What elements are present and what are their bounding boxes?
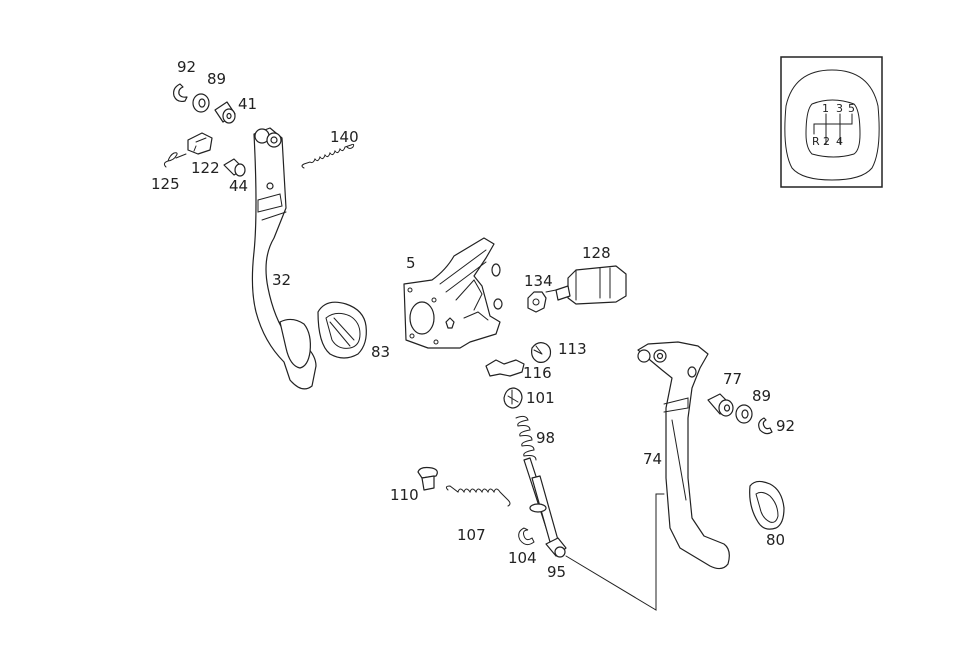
gear-4: 4	[836, 135, 843, 148]
part-107-return-spring: 107	[445, 485, 511, 544]
part-134-nut: 134	[524, 272, 553, 313]
part-83-pedal-pad: 83	[317, 301, 390, 361]
part-92-clip-right: 92	[758, 417, 795, 435]
label-32: 32	[272, 271, 291, 289]
gear-5: 5	[848, 102, 855, 115]
label-107: 107	[457, 526, 486, 544]
part-89-washer-right: 89	[735, 387, 771, 424]
part-125-cotter-clip: 125	[151, 152, 187, 193]
part-92-clip-left: 92	[173, 58, 196, 103]
label-128: 128	[582, 244, 611, 262]
label-41: 41	[238, 95, 257, 113]
part-116-retainer: 116	[485, 359, 552, 382]
label-77: 77	[723, 370, 742, 388]
label-83: 83	[371, 343, 390, 361]
label-80: 80	[766, 531, 785, 549]
shift-knob-inner	[805, 99, 861, 158]
gear-3: 3	[836, 102, 843, 115]
part-104-circlip: 104	[508, 527, 537, 567]
label-98: 98	[536, 429, 555, 447]
part-128-stop-lamp-switch: 128	[545, 244, 627, 305]
label-92-right: 92	[776, 417, 795, 435]
part-44-bushing: 44	[223, 158, 248, 195]
part-122-pin-bracket: 122	[187, 132, 220, 177]
shift-pattern-inset: 1 3 5 R 2 4	[780, 56, 883, 188]
label-74: 74	[643, 450, 662, 468]
part-98-spring: 98	[515, 415, 555, 461]
label-122: 122	[191, 159, 220, 177]
label-104: 104	[508, 549, 537, 567]
gear-r: R	[812, 135, 820, 148]
part-140-spring: 140	[301, 128, 359, 169]
inset-frame	[780, 56, 883, 188]
part-77-bushing: 77	[707, 370, 742, 417]
label-92-left: 92	[177, 58, 196, 76]
label-5: 5	[406, 254, 416, 272]
label-125: 125	[151, 175, 180, 193]
part-41-bushing: 41	[214, 95, 257, 124]
gear-1: 1	[822, 102, 829, 115]
gear-2: 2	[823, 135, 830, 148]
part-5-pedal-bracket: 5	[403, 237, 503, 349]
part-89-washer-left: 89	[192, 70, 226, 113]
label-140: 140	[330, 128, 359, 146]
label-89-right: 89	[752, 387, 771, 405]
shift-gate-lines	[813, 113, 853, 145]
label-95: 95	[547, 563, 566, 581]
label-113: 113	[558, 340, 587, 358]
label-116: 116	[523, 364, 552, 382]
part-74-brake-pedal: 74	[637, 341, 730, 570]
part-95-push-rod: 95	[523, 457, 665, 611]
part-80-pedal-pad: 80	[749, 480, 785, 549]
part-32-clutch-pedal: 32	[251, 127, 317, 390]
label-134: 134	[524, 272, 553, 290]
part-101-clip: 101	[503, 387, 555, 409]
part-110-buffer: 110	[390, 466, 438, 504]
label-101: 101	[526, 389, 555, 407]
part-113-clip: 113	[531, 340, 587, 363]
label-110: 110	[390, 486, 419, 504]
label-89-left: 89	[207, 70, 226, 88]
label-44: 44	[229, 177, 248, 195]
shift-knob-outline	[784, 69, 880, 181]
